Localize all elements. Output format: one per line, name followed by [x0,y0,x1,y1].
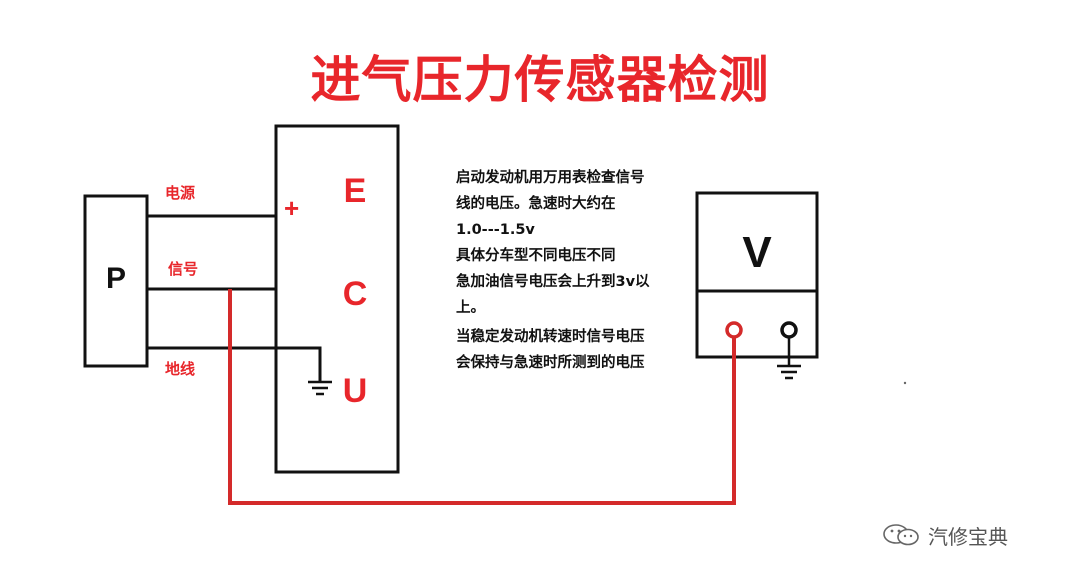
instruction-notes: 启动发动机用万用表检查信号 线的电压。急速时大约在 1.0---1.5v 具体分… [456,165,696,376]
signal-wire-label: 信号 [168,260,199,278]
ecu-letter-u: U [342,372,368,410]
ground-wire-label: 地线 [165,360,196,378]
sensor-box [83,194,149,368]
meter-ground-icon [777,337,801,380]
page-title: 进气压力传感器检测 [310,51,770,109]
negative-terminal-icon [780,321,798,339]
power-wire-label: 电源 [165,184,196,202]
ground-wire [147,346,322,382]
stray-dot [903,381,907,385]
ecu-box [274,124,400,474]
positive-terminal-icon [725,321,743,339]
note-line: 1.0---1.5v [456,222,535,238]
sensor-label: P [105,262,126,295]
probe-wire [228,289,736,505]
watermark-text: 汽修宝典 [928,524,1008,549]
ecu-ground-icon [308,380,332,396]
note-line: 急加油信号电压会上升到3v以 [456,274,650,290]
wechat-icon [883,524,919,546]
note-line: 上。 [456,300,485,316]
voltmeter-box [695,191,819,359]
ecu-letter-c: C [342,275,368,313]
ecu-letter-e: E [343,172,367,210]
note-line: 线的电压。急速时大约在 [456,196,616,212]
note-line: 当稳定发动机转速时信号电压 [456,329,645,345]
note-line: 具体分车型不同电压不同 [456,248,616,264]
watermark: 汽修宝典 [880,520,1008,550]
ecu-plus-sign: + [284,193,300,223]
note-line: 会保持与急速时所测到的电压 [456,355,645,371]
note-line: 启动发动机用万用表检查信号 [456,170,645,186]
voltmeter-label: V [742,228,772,277]
